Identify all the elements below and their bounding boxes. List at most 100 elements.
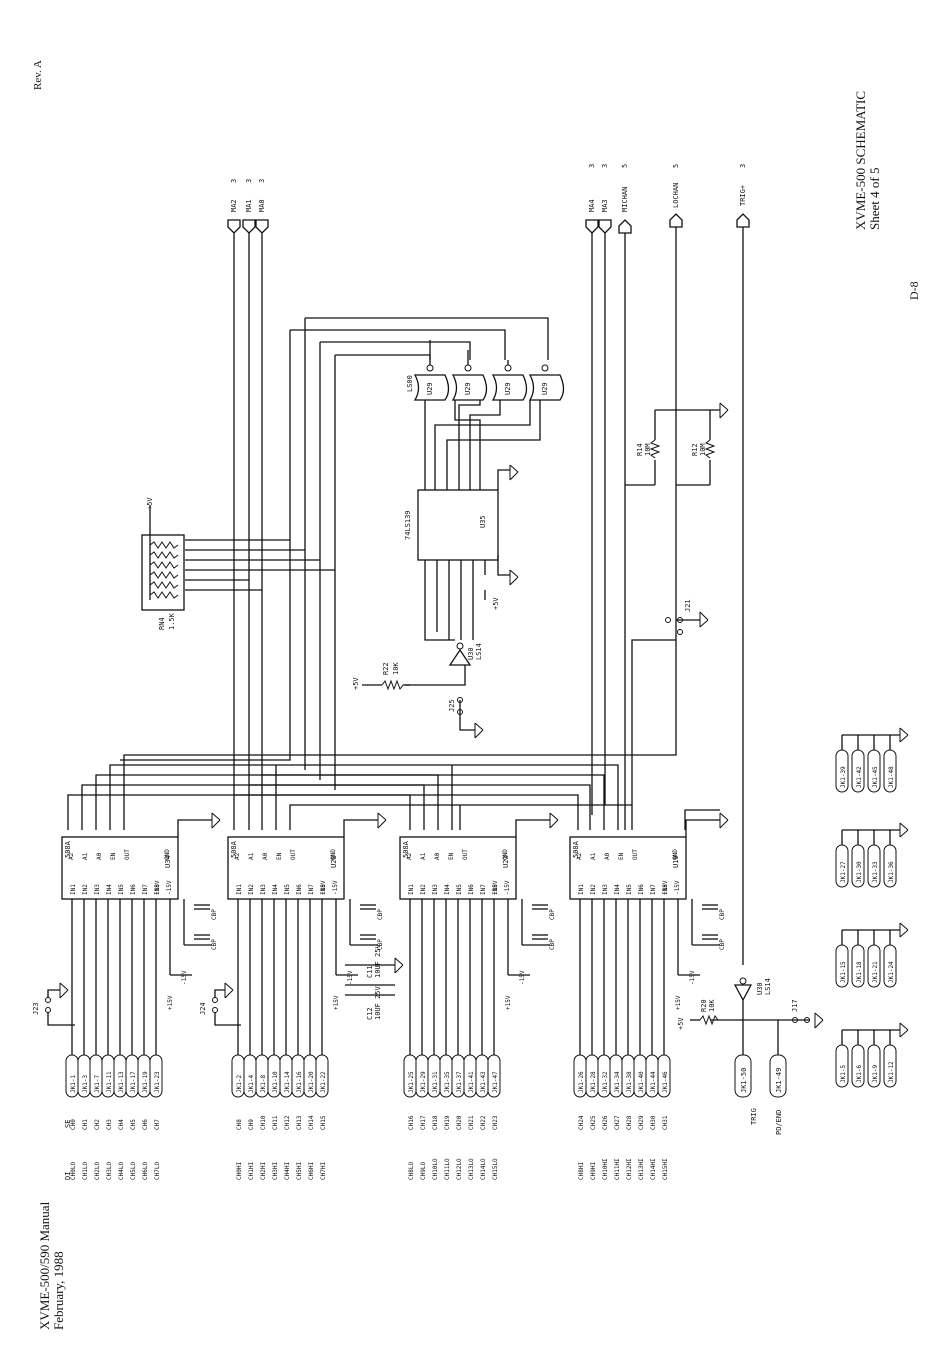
connector-ma4: MA4 3 xyxy=(585,164,599,234)
jumper-j23: J23 xyxy=(32,982,75,1026)
j17-label: J17 xyxy=(791,999,799,1012)
jk-pin: JK1-25 xyxy=(408,1071,415,1093)
c12-label: C12 xyxy=(366,1007,374,1020)
mux-ctrl-pin: EN xyxy=(276,852,283,860)
jk-connector: JK1-8 xyxy=(255,1054,269,1098)
mux-power-pin: +15V xyxy=(662,880,669,895)
mux-input-pin: IN3 xyxy=(94,884,101,895)
supply-minus15: -15V xyxy=(181,970,188,985)
jk-connector: JK1-6 xyxy=(851,1044,865,1088)
mux-input-pin: IN3 xyxy=(432,884,439,895)
se-label: CH15 xyxy=(320,1115,327,1130)
jk-connector: JK1-30 xyxy=(851,844,865,888)
signal-sheet: 3 xyxy=(258,179,266,183)
mux-input-pin: IN5 xyxy=(284,884,291,895)
mux-ctrl-pin: EN xyxy=(618,852,625,860)
se-label: CH25 xyxy=(590,1115,597,1130)
mux-input-pin: IN4 xyxy=(106,884,113,895)
di-label: CH3LO xyxy=(106,1162,113,1180)
mux-part: 508A xyxy=(572,840,580,858)
jk-connector: JK1-19 xyxy=(137,1054,151,1098)
mux-ctrl-pin: GND xyxy=(164,849,171,860)
mux-power-pin: -15V xyxy=(674,880,681,895)
jk-pin: JK1-38 xyxy=(626,1071,633,1093)
jk-pin: JK1-12 xyxy=(888,1061,895,1083)
supply-minus15: -15V xyxy=(689,970,696,985)
di-label: CH8LO xyxy=(408,1162,415,1180)
di-label: CH10LO xyxy=(432,1158,439,1180)
r22-value: 10K xyxy=(392,662,400,675)
jk-pin: JK1-35 xyxy=(444,1071,451,1093)
di-label: CH8HI xyxy=(578,1162,585,1180)
jk-pin: JK1-11 xyxy=(106,1071,113,1093)
jk-connector: JK1-16 xyxy=(291,1054,305,1098)
top-left-connectors: MA2 3 MA1 3 MA0 3 xyxy=(227,179,269,234)
connector-ma3: MA3 3 xyxy=(598,164,612,234)
rn4-resistor-network: RN4 1.5K +5V xyxy=(141,497,185,630)
jk-pin: JK1-47 xyxy=(492,1071,499,1093)
r14-ref: R14 xyxy=(636,443,644,456)
mux-power-pin: -15V xyxy=(504,880,511,895)
jk-connector: JK1-5 xyxy=(835,1044,849,1088)
se-label: CH11 xyxy=(272,1115,279,1130)
cap-label: CBP xyxy=(377,939,384,950)
jk-connector: JK1-29 xyxy=(415,1054,429,1098)
jk-connector: JK1-48 xyxy=(883,749,897,793)
resistor-r14: R14 10M xyxy=(636,439,661,459)
trig-label: TRIG xyxy=(750,1108,758,1125)
mux-ctrl-pin: EN xyxy=(110,852,117,860)
jk-pin: JK1-29 xyxy=(420,1071,427,1093)
di-label: CH1HI xyxy=(248,1162,255,1180)
mux-input-pin: IN2 xyxy=(82,884,89,895)
mux-input-pin: IN4 xyxy=(444,884,451,895)
mux-input-pin: IN6 xyxy=(468,884,475,895)
di-label: CH14HI xyxy=(650,1158,657,1180)
mux-ctrl-pin: GND xyxy=(502,849,509,860)
di-label: CH7HI xyxy=(320,1162,327,1180)
connector-ma2: MA2 3 xyxy=(227,179,241,234)
decoder-ref: U35 xyxy=(479,515,487,528)
j25-label: J25 xyxy=(448,699,456,712)
jk-connector: JK1-17 xyxy=(125,1054,139,1098)
jk-pin: JK1-37 xyxy=(456,1071,463,1093)
se-column-label: SE xyxy=(64,1120,72,1128)
decoder-part: 74LS139 xyxy=(404,510,412,540)
mux-ref: U23 xyxy=(502,855,510,868)
mux-input-pin: IN3 xyxy=(602,884,609,895)
mux-input-pin: IN8 xyxy=(154,884,161,895)
se-label: CH29 xyxy=(638,1115,645,1130)
trig-connector: JK1-50 TRIG xyxy=(734,1054,758,1125)
jk-pin: JK1-9 xyxy=(872,1065,879,1083)
rn4-value: 1.5K xyxy=(168,612,176,630)
se-label: CH0 xyxy=(70,1119,77,1130)
supply-plus15: +15V xyxy=(167,995,174,1010)
se-label: CH19 xyxy=(444,1115,451,1130)
mux-input-pin: IN2 xyxy=(590,884,597,895)
signal-label: MICHAN xyxy=(621,187,629,212)
gate-ref-1: U29 xyxy=(426,382,434,395)
jk-pin: JK1-26 xyxy=(578,1071,585,1093)
jk-connector: JK1-38 xyxy=(621,1054,635,1098)
di-label: CH2LO xyxy=(94,1162,101,1180)
mux-input-pin: IN6 xyxy=(130,884,137,895)
cap-label: CBP xyxy=(549,909,556,920)
se-label: CH3 xyxy=(106,1119,113,1130)
revision-label: Rev. A xyxy=(32,60,44,90)
jk-connector: JK1-40 xyxy=(633,1054,647,1098)
jumper-j24: J24 xyxy=(199,982,241,1026)
r20-value: 10K xyxy=(708,999,716,1012)
jk-connector: JK1-26 xyxy=(573,1054,587,1098)
jk-pin: JK1-23 xyxy=(154,1071,161,1093)
jk-pin: JK1-24 xyxy=(888,961,895,983)
jk-connector: JK1-36 xyxy=(883,844,897,888)
jk-pin: JK1-32 xyxy=(602,1071,609,1093)
se-label: CH24 xyxy=(578,1115,585,1130)
jk-connector: JK1-2 xyxy=(231,1054,245,1098)
jk-connector: JK1-39 xyxy=(835,749,849,793)
jk-pin: JK1-18 xyxy=(856,961,863,983)
jk-pin: JK1-27 xyxy=(840,861,847,883)
j24-label: J24 xyxy=(199,1002,207,1015)
